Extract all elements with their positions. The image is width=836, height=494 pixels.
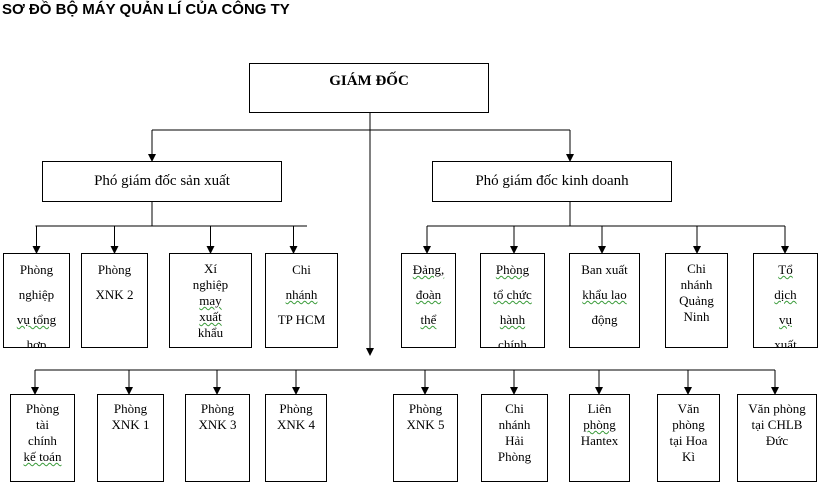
box-text-line: chính	[28, 433, 57, 448]
box-text-line: Hantex	[580, 433, 619, 448]
box-text-line: nhánh	[498, 417, 531, 432]
box-text-line: nghiệp	[18, 287, 55, 302]
box-text-line: tổ chức	[493, 287, 532, 302]
box-text-line: thể	[420, 312, 437, 327]
box-text-line: Văn phòng	[748, 401, 806, 416]
box-text-line: Liên	[587, 401, 612, 416]
box-text-line: phòng	[583, 417, 616, 432]
box-text-line: Phòng	[25, 401, 60, 416]
director-box: GIÁM ĐỐC	[249, 63, 489, 113]
box-text-line: vụ	[779, 312, 792, 327]
box-text-line: tại Hoa	[669, 433, 708, 448]
box-text-line: Phòng	[495, 262, 530, 277]
box-text-line: vụ tổng	[16, 312, 57, 327]
box-text-line: Ninh	[683, 309, 710, 324]
box-text-line: Phòng	[113, 401, 148, 416]
box-text-line: kế toán	[23, 449, 62, 464]
box-text-line: may	[199, 293, 222, 308]
page-title: SƠ ĐỒ BỘ MÁY QUẢN LÍ CỦA CÔNG TY	[2, 1, 290, 18]
box-text-line: hợp	[26, 337, 47, 348]
box-text-line: Đảng,	[412, 262, 445, 277]
business-unit-box: Đảng, đoàn thể	[401, 253, 456, 348]
production-unit-box: Chi nhánh TP HCM	[265, 253, 338, 348]
box-text-line: đoàn	[415, 287, 442, 302]
box-text-line: phòng	[672, 417, 705, 432]
box-text-line: XNK 2	[95, 287, 134, 302]
box-text-line: Quảng	[679, 293, 714, 308]
box-text-line: động	[591, 312, 618, 327]
business-unit-box: Phòng tổ chức hành chính	[480, 253, 545, 348]
box-text-line: khẩu	[197, 325, 224, 340]
box-text-line: Tổ	[778, 262, 793, 277]
business-unit-box: Ban xuất khẩu lao động	[569, 253, 640, 348]
box-text-line: Chi	[505, 401, 524, 416]
box-text-line: Ban xuất	[581, 262, 628, 277]
box-text-line: Phòng	[97, 262, 132, 277]
box-text-line: xuất	[774, 337, 797, 348]
business-unit-box: Tổ dịch vụ xuất	[753, 253, 818, 348]
box-text-line: Phòng	[200, 401, 235, 416]
deputy-business-box: Phó giám đốc kinh doanh	[432, 161, 672, 202]
box-text-line: Xí	[204, 261, 217, 276]
box-text-line: XNK 4	[277, 417, 315, 432]
box-text-line: khẩu lao	[582, 287, 627, 302]
box-text-line: tài	[36, 417, 49, 432]
box-text-line: dịch	[774, 287, 797, 302]
box-text-line: chính	[498, 337, 527, 348]
box-text-line: nhánh	[285, 287, 318, 302]
deputy-production-box: Phó giám đốc sản xuất	[42, 161, 282, 202]
box-text-line: Hải	[505, 433, 524, 448]
box-text-line: xuất	[199, 309, 222, 324]
box-text-line: XNK 3	[198, 417, 237, 432]
box-text-line: XNK 1	[111, 417, 150, 432]
box-text-line: Phòng	[497, 449, 532, 464]
box-text-line: Chi	[687, 261, 706, 276]
box-text-line: Phòng	[279, 401, 313, 416]
box-text-line: Kì	[682, 449, 695, 464]
box-text-line: tại CHLB	[751, 417, 803, 432]
box-text-line: TP HCM	[277, 312, 326, 327]
box-text-line: nghiệp	[192, 277, 229, 292]
box-text-line: Phòng	[19, 262, 54, 277]
box-text-line: Văn	[677, 401, 700, 416]
box-text-line: nhánh	[680, 277, 713, 292]
production-unit-box: Phòng nghiệp vụ tổng hợp	[3, 253, 70, 348]
box-text-line: Phòng	[408, 401, 443, 416]
box-text-line: hành	[499, 312, 526, 327]
box-text-line: Chi	[292, 262, 311, 277]
box-text-line: XNK 5	[406, 417, 445, 432]
box-text-line: Đức	[765, 433, 789, 448]
